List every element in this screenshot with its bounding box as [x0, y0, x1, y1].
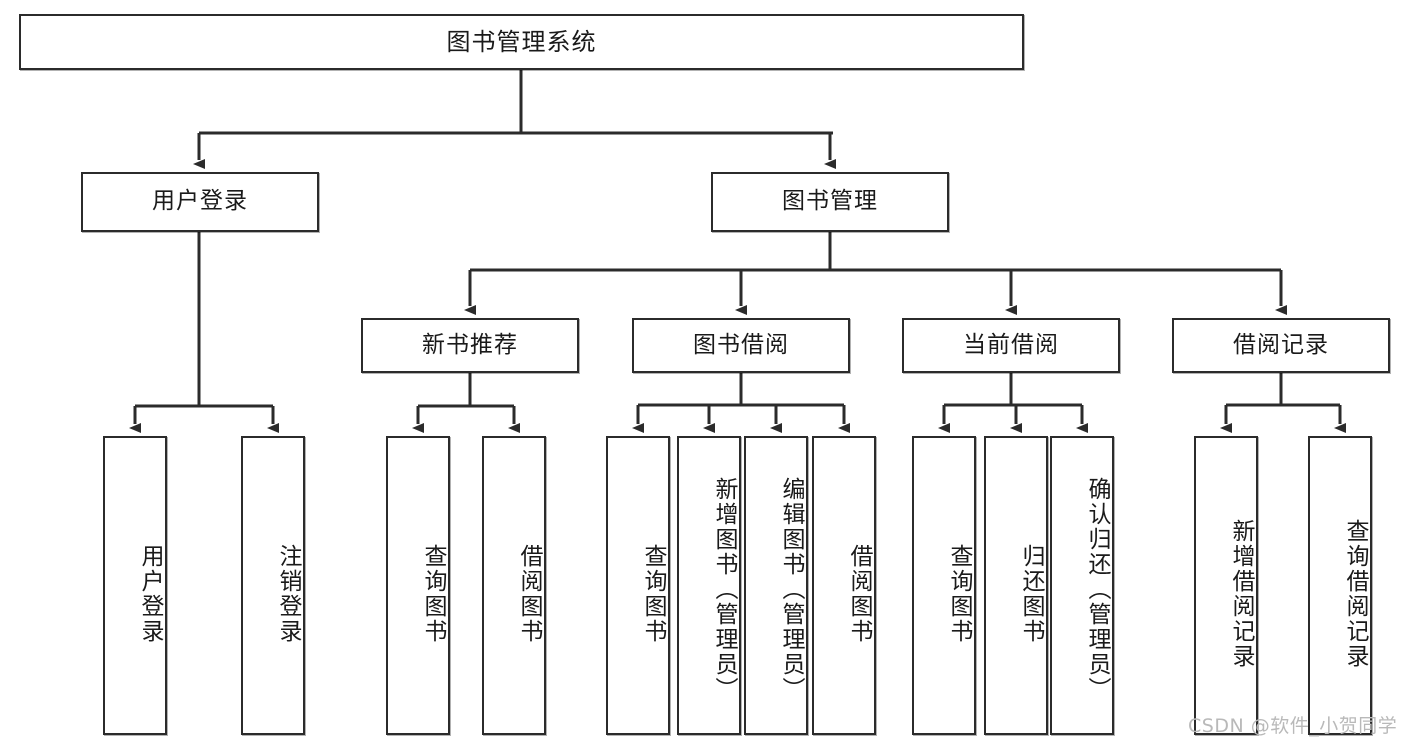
- node-current-borrow[interactable]: 当前借阅: [902, 318, 1120, 373]
- node-book-borrow[interactable]: 图书借阅: [632, 318, 850, 373]
- node-leaf-borrow-book[interactable]: 借阅图书: [812, 436, 876, 735]
- node-user-login[interactable]: 用户登录: [81, 172, 319, 232]
- node-leaf-edit-book[interactable]: 编辑图书（管理员）: [744, 436, 808, 735]
- csdn-watermark: CSDN @软件_小贺同学: [1188, 715, 1398, 737]
- node-leaf-logout[interactable]: 注销登录: [241, 436, 305, 735]
- node-leaf-query-book-recommend[interactable]: 查询图书: [386, 436, 450, 735]
- node-leaf-confirm-return[interactable]: 确认归还（管理员）: [1050, 436, 1114, 735]
- node-leaf-add-book[interactable]: 新增图书（管理员）: [677, 436, 741, 735]
- node-leaf-user-login[interactable]: 用户登录: [103, 436, 167, 735]
- node-root[interactable]: 图书管理系统: [19, 14, 1024, 70]
- node-leaf-query-borrow-record[interactable]: 查询借阅记录: [1308, 436, 1372, 735]
- node-leaf-add-borrow-record[interactable]: 新增借阅记录: [1194, 436, 1258, 735]
- node-book-management[interactable]: 图书管理: [711, 172, 949, 232]
- node-leaf-return-book[interactable]: 归还图书: [984, 436, 1048, 735]
- node-new-book-recommend[interactable]: 新书推荐: [361, 318, 579, 373]
- node-leaf-query-book-current[interactable]: 查询图书: [912, 436, 976, 735]
- node-borrow-record[interactable]: 借阅记录: [1172, 318, 1390, 373]
- node-leaf-query-book-borrow[interactable]: 查询图书: [606, 436, 670, 735]
- node-leaf-borrow-book-recommend[interactable]: 借阅图书: [482, 436, 546, 735]
